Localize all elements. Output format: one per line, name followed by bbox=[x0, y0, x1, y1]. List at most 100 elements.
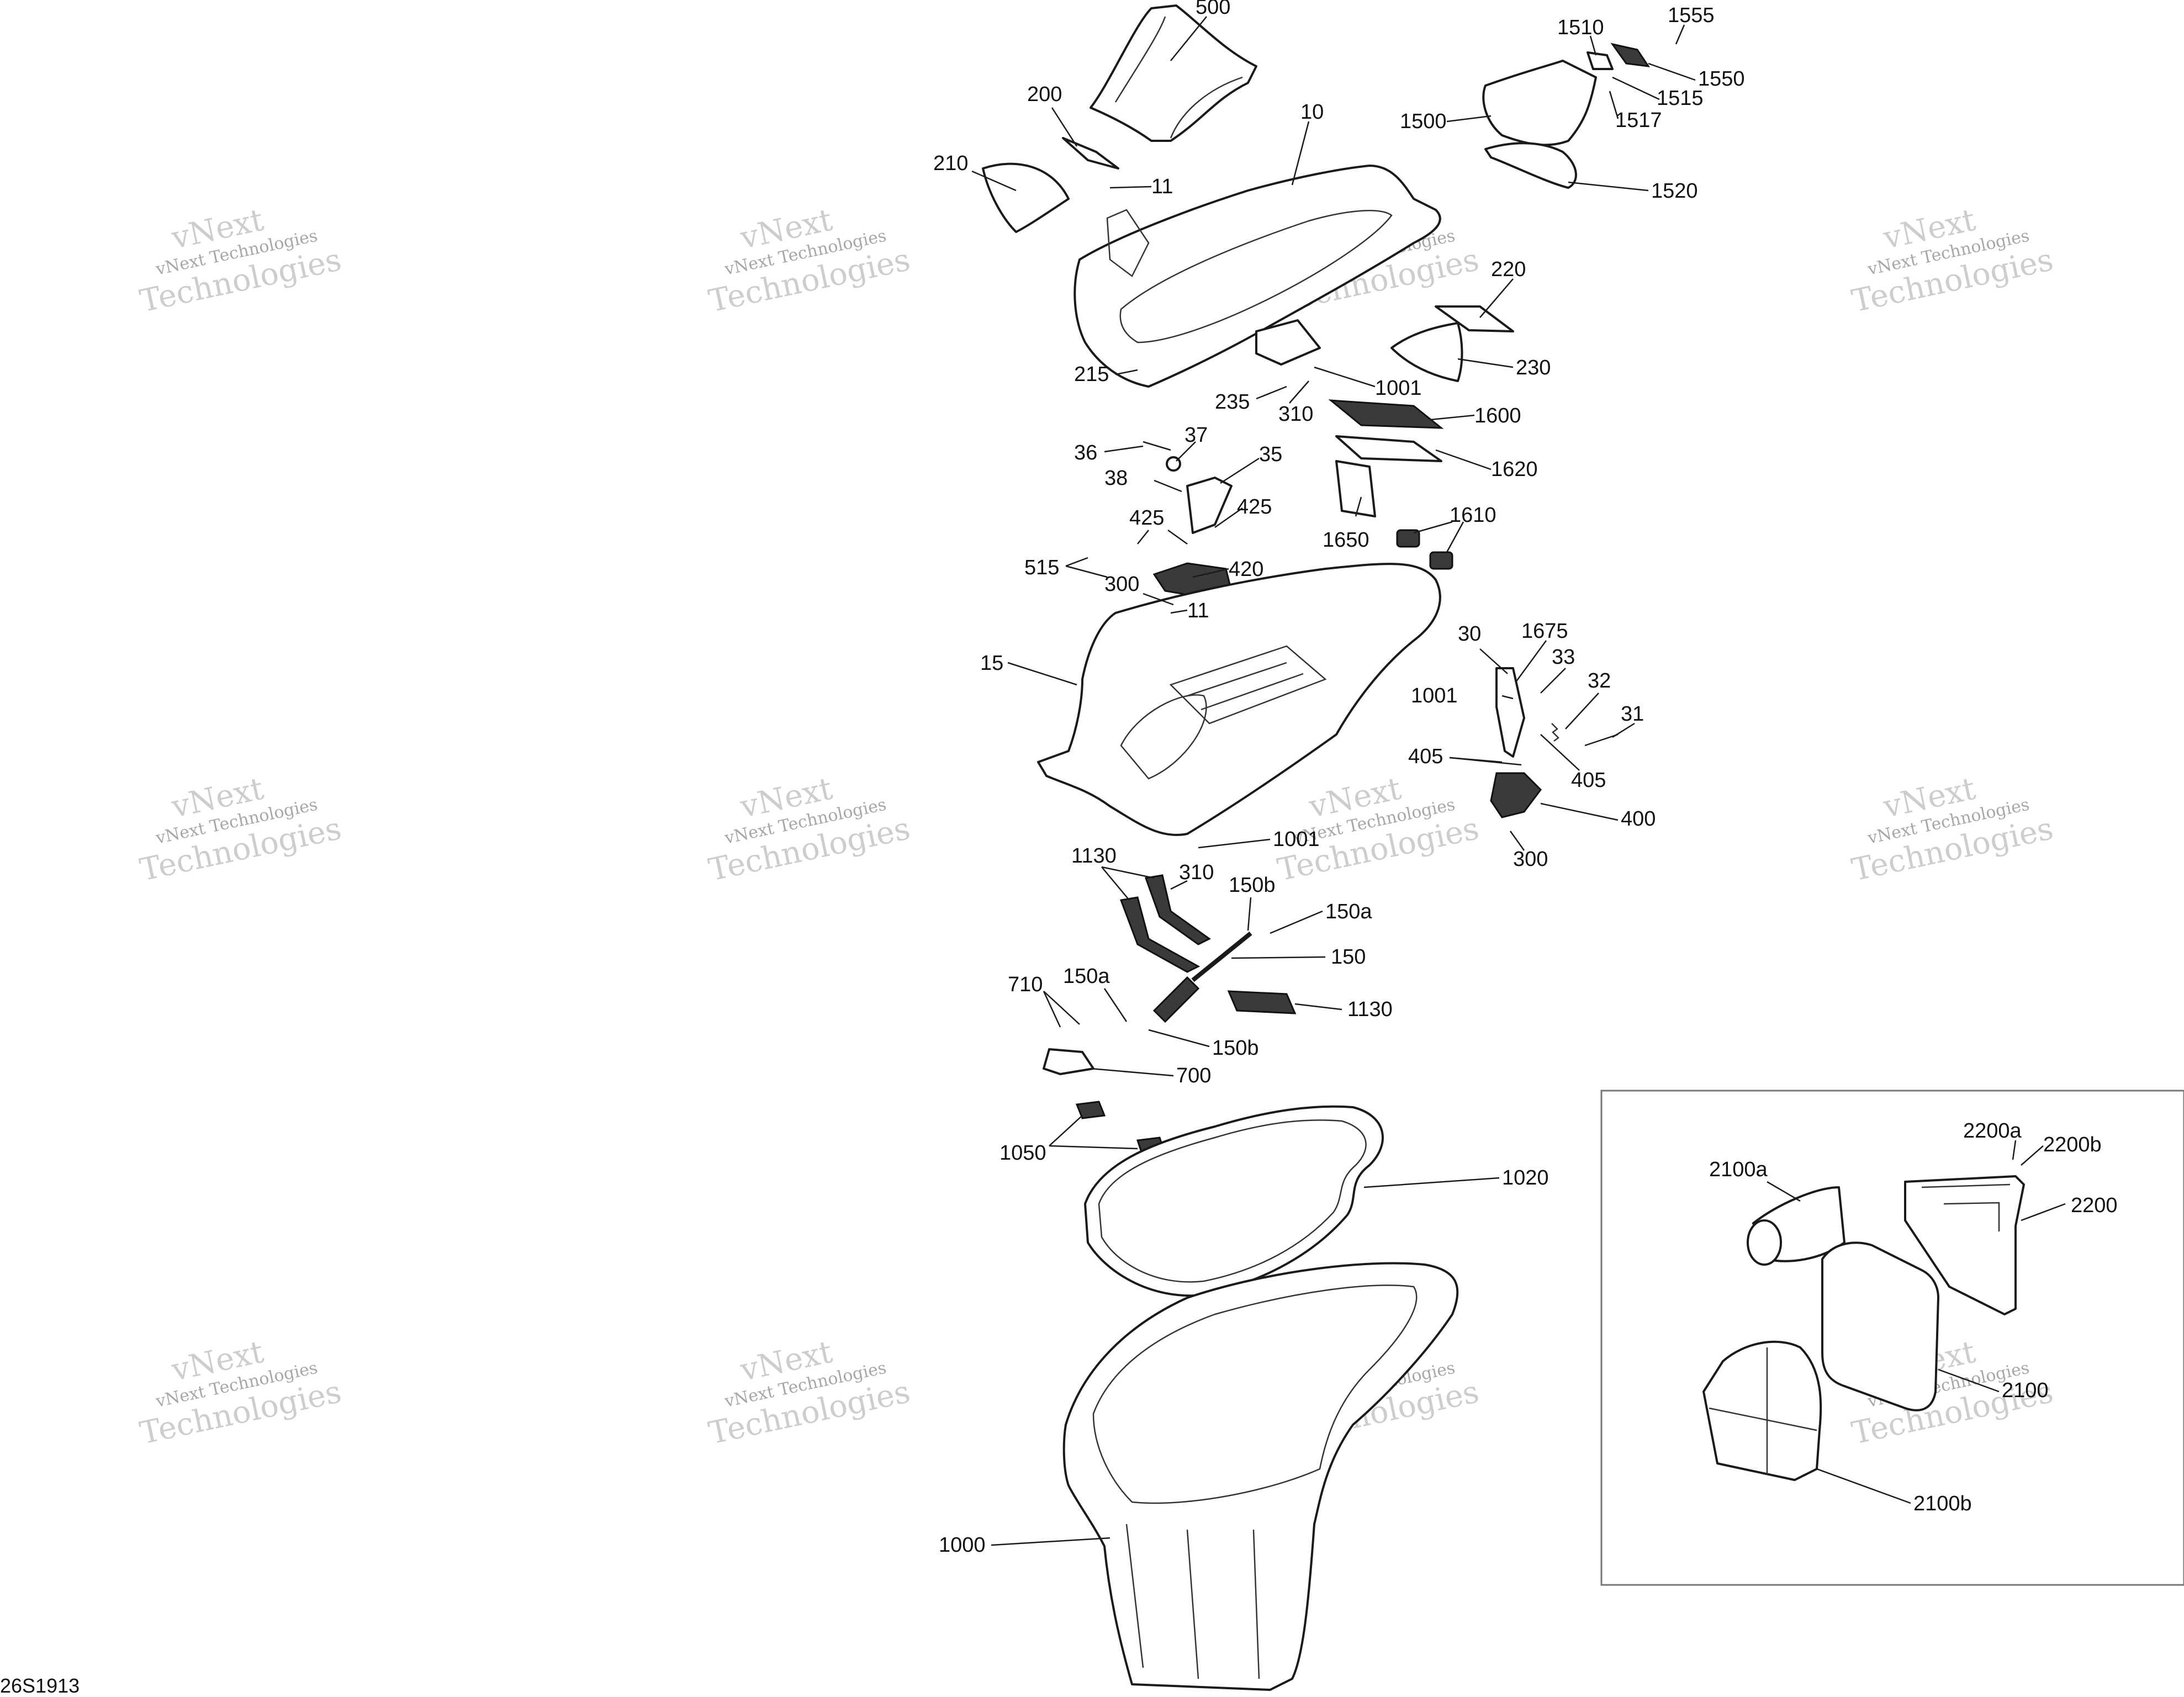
callout-label: 11 bbox=[1187, 599, 1209, 622]
leader-33 bbox=[1540, 668, 1566, 694]
callout-label: 220 bbox=[1491, 258, 1526, 281]
callout-label: 150 bbox=[1331, 945, 1366, 969]
leader-30 bbox=[1479, 648, 1508, 674]
leader-38 bbox=[1154, 479, 1182, 493]
part-2100b-liner-band bbox=[1709, 1347, 1817, 1474]
leader-1555 bbox=[1675, 24, 1685, 45]
callout-labels: 500 1555 1510 1550 1515 1517 1500 1520 2… bbox=[933, 0, 2118, 1557]
part-31-pin bbox=[1584, 733, 1619, 747]
leader-36 bbox=[1104, 445, 1144, 453]
callout-label: 420 bbox=[1229, 558, 1263, 581]
part-200-gasket bbox=[1062, 137, 1119, 170]
callout-label: 2200b bbox=[2043, 1133, 2102, 1156]
callout-label: 31 bbox=[1621, 702, 1644, 726]
callout-label: 1020 bbox=[1502, 1166, 1549, 1190]
callout-label: 2100b bbox=[1913, 1492, 1972, 1515]
leader-515-a bbox=[1065, 557, 1088, 567]
watermark-tile: vNext vNext Technologies Technologies bbox=[706, 202, 913, 320]
inset-frame bbox=[1600, 1090, 2184, 1586]
part-500-detail bbox=[1114, 16, 1243, 139]
part-1130-strap-right bbox=[1227, 990, 1297, 1014]
callout-label: 300 bbox=[1513, 848, 1548, 871]
leader-1130-b bbox=[1101, 866, 1155, 879]
part-210-side-cover bbox=[982, 162, 1070, 233]
callout-label: 32 bbox=[1588, 669, 1611, 692]
callout-label: 310 bbox=[1278, 403, 1313, 426]
callout-label: 1000 bbox=[939, 1534, 986, 1557]
leader-1515 bbox=[1612, 76, 1660, 101]
callout-label: 235 bbox=[1215, 390, 1250, 414]
part-150-rod bbox=[1191, 931, 1252, 982]
callout-label: 1620 bbox=[1491, 458, 1538, 481]
leader-210 bbox=[971, 170, 1017, 192]
part-1130-strap-center bbox=[1144, 874, 1211, 945]
callout-label: 1650 bbox=[1323, 528, 1369, 552]
callout-label: 405 bbox=[1571, 769, 1606, 792]
watermark-tile: vNext vNext Technologies Technologies bbox=[1275, 771, 1482, 889]
part-1000-storage-bin bbox=[1062, 1262, 1459, 1691]
callout-label: 710 bbox=[1008, 973, 1043, 996]
leader-425-left-b bbox=[1167, 529, 1188, 545]
callout-label: 1515 bbox=[1657, 87, 1704, 110]
leader-2100 bbox=[1938, 1368, 2000, 1393]
leader-2200a bbox=[2012, 1140, 2017, 1160]
part-400-bracket bbox=[1490, 772, 1542, 818]
leader-2100a bbox=[1767, 1181, 1801, 1202]
leader-1610-b bbox=[1446, 521, 1464, 553]
leader-235 bbox=[1256, 385, 1287, 400]
leader-700 bbox=[1090, 1067, 1174, 1077]
leader-215 bbox=[1115, 369, 1138, 376]
callout-label: 30 bbox=[1458, 622, 1481, 646]
leader-150b-low bbox=[1148, 1029, 1210, 1048]
leader-32 bbox=[1565, 692, 1599, 729]
leader-710-b bbox=[1043, 991, 1080, 1025]
leader-500 bbox=[1170, 16, 1207, 61]
leader-230 bbox=[1457, 358, 1514, 368]
leader-405-b bbox=[1449, 757, 1522, 766]
callout-label: 310 bbox=[1179, 861, 1214, 884]
callout-label: 1001 bbox=[1273, 828, 1320, 851]
part-10-bracket bbox=[1106, 209, 1150, 277]
callout-label: 2100a bbox=[1709, 1158, 1768, 1181]
callout-label: 1510 bbox=[1557, 16, 1604, 39]
leader-400 bbox=[1540, 802, 1619, 821]
leader-10 bbox=[1291, 121, 1310, 186]
callout-label: 1130 bbox=[1071, 844, 1117, 868]
leader-1000 bbox=[991, 1537, 1110, 1546]
leader-1675 bbox=[1515, 640, 1547, 683]
watermark-tile: vNext vNext Technologies Technologies bbox=[137, 771, 345, 889]
part-1500-lid bbox=[1482, 60, 1597, 146]
leader-310-low bbox=[1170, 880, 1188, 890]
callout-label: 230 bbox=[1516, 356, 1551, 379]
leader-515-b bbox=[1065, 565, 1108, 578]
leader-420 bbox=[1192, 568, 1229, 578]
leader-1020 bbox=[1363, 1177, 1500, 1188]
callout-label: 500 bbox=[1196, 0, 1230, 19]
callout-label: 400 bbox=[1621, 807, 1656, 831]
leader-1520 bbox=[1568, 181, 1649, 192]
part-10-upper-frame bbox=[1074, 165, 1441, 388]
part-1620-filter-seal bbox=[1335, 435, 1442, 462]
part-1610-clip-right bbox=[1429, 551, 1453, 570]
callout-label: 33 bbox=[1552, 646, 1575, 669]
leader-300-mid bbox=[1143, 593, 1174, 606]
leader-1001-low bbox=[1198, 838, 1271, 849]
callout-label: 1600 bbox=[1474, 404, 1521, 427]
leader-300-low bbox=[1509, 831, 1525, 851]
callout-label: 37 bbox=[1184, 424, 1208, 447]
callout-label: 1550 bbox=[1698, 67, 1745, 91]
callout-label: 200 bbox=[1027, 83, 1062, 106]
part-1001-bracket bbox=[1255, 319, 1321, 366]
leader-1130-right bbox=[1294, 1003, 1342, 1011]
callout-label: 36 bbox=[1074, 441, 1097, 464]
callout-label: 10 bbox=[1300, 101, 1324, 124]
leader-200 bbox=[1051, 107, 1078, 147]
part-1020-seal-inner bbox=[1098, 1119, 1367, 1283]
callout-label: 15 bbox=[980, 652, 1003, 675]
callout-label: 150a bbox=[1325, 900, 1372, 923]
watermark-tile: vNext vNext Technologies Technologies bbox=[1849, 771, 2056, 889]
leader-1510 bbox=[1589, 35, 1597, 56]
callout-label: 150b bbox=[1212, 1037, 1259, 1060]
callout-label: 11 bbox=[1151, 175, 1173, 198]
